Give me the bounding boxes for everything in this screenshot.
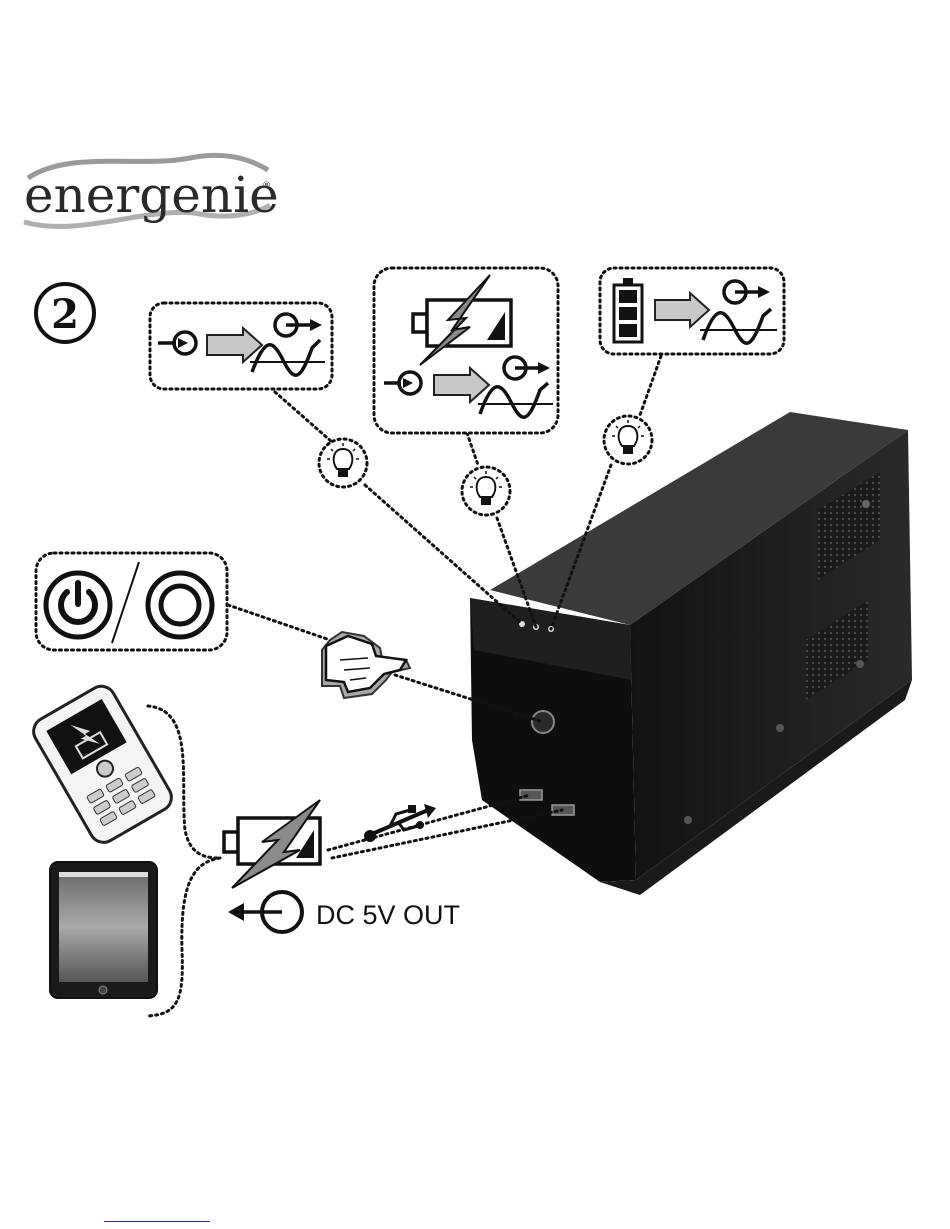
- light-bulb-icon: [604, 416, 652, 464]
- light-bulb-icon: [462, 467, 510, 515]
- mains-mode-panel: [150, 303, 332, 389]
- power-off-icon: [148, 573, 212, 637]
- ups-power-button[interactable]: [532, 711, 554, 733]
- dc-output-label: DC 5V OUT: [316, 900, 460, 930]
- charging-mode-panel: [374, 268, 558, 433]
- energenie-logo: energenie ®: [24, 155, 279, 226]
- usb-port-1: [520, 790, 542, 800]
- power-switch-panel: [36, 553, 227, 650]
- dc-output-label-group: DC 5V OUT: [228, 892, 460, 932]
- battery-mode-panel: [600, 268, 784, 354]
- step-badge: 2: [36, 284, 94, 342]
- output-arrow-icon: [228, 892, 302, 932]
- device-charging-panel: [224, 800, 320, 888]
- hand-pointer-icon: [322, 632, 410, 698]
- tablet-icon: [50, 862, 157, 998]
- step-number: 2: [51, 291, 79, 338]
- registered-mark: ®: [262, 181, 271, 191]
- battery-full-icon: [614, 278, 642, 342]
- light-bulb-icon: [319, 439, 367, 487]
- ups-unit: [470, 412, 912, 895]
- footer-link-underline: [104, 1221, 210, 1222]
- power-on-icon: [46, 573, 110, 637]
- logo-text: energenie: [24, 166, 279, 224]
